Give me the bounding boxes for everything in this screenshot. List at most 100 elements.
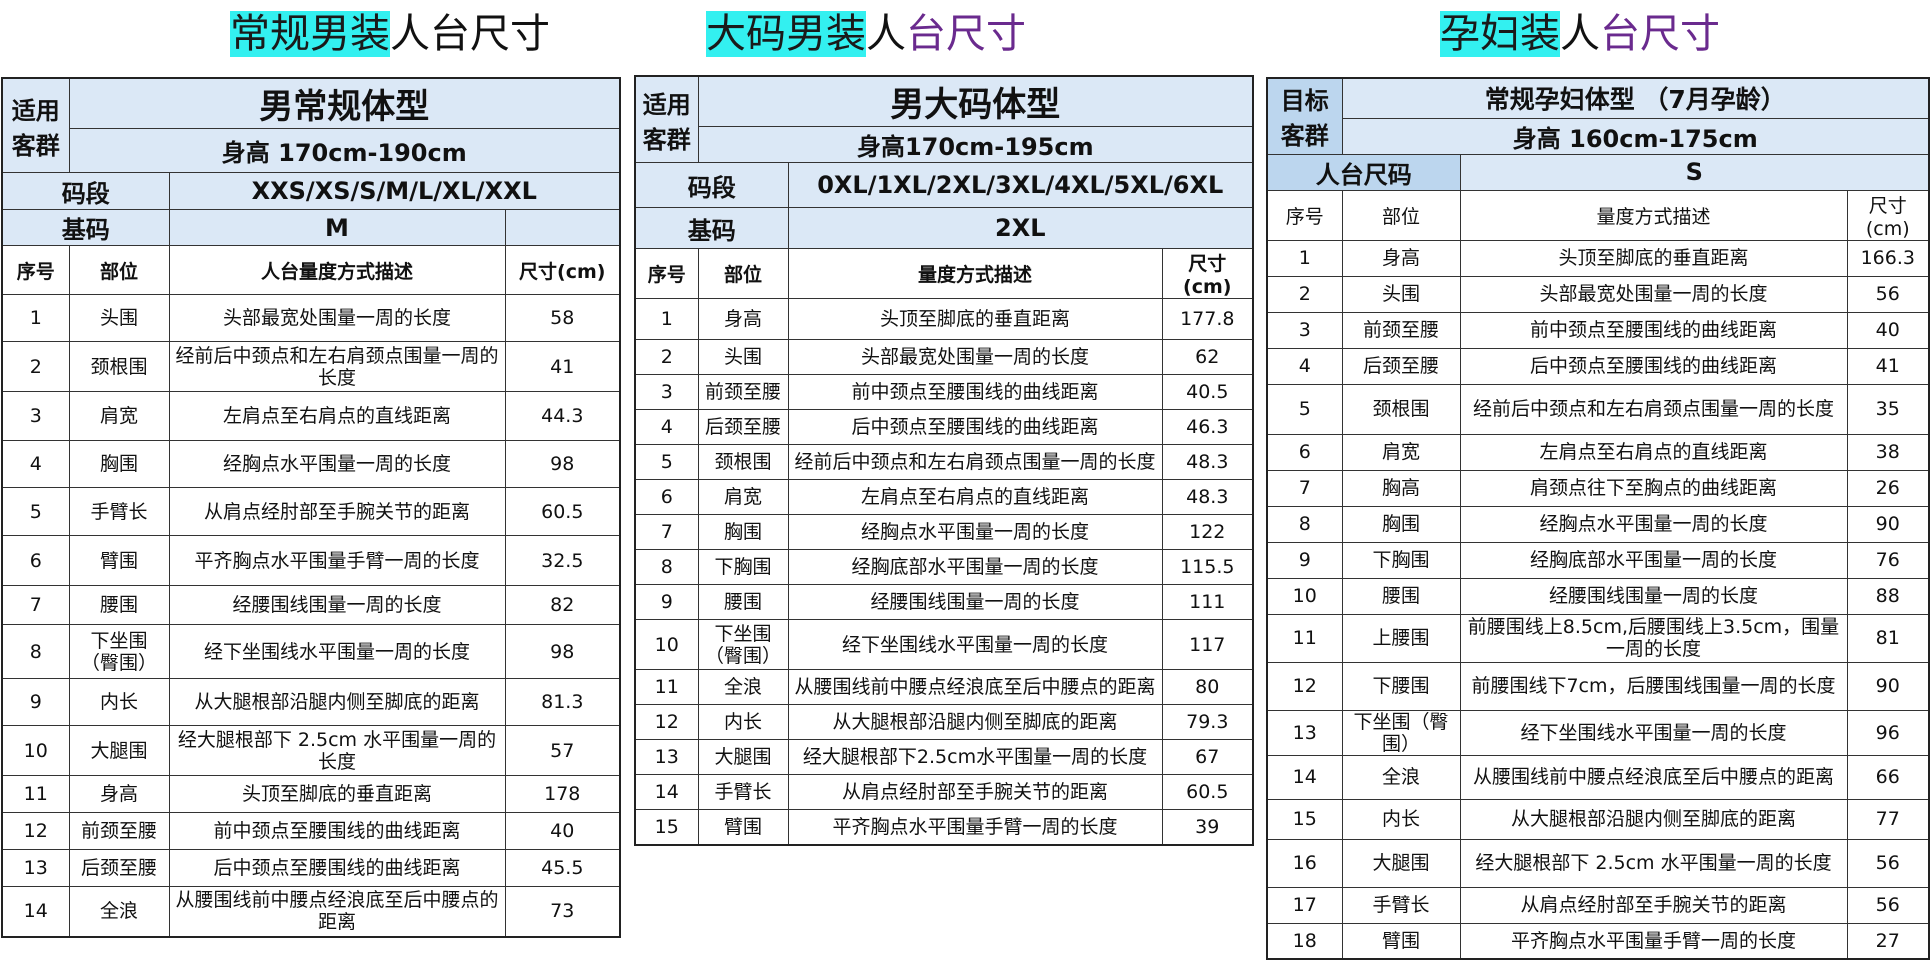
- measurement-description: 后中颈点至腰围线的曲线距离: [1459, 347, 1848, 385]
- measurement-description: 经大腿根部下 2.5cm 水平围量一周的长度: [1459, 838, 1848, 888]
- maternity-size-table: 目标客群 常规孕妇体型 （7月孕龄） 身高 160cm-175cm 人台尺码 S…: [1266, 77, 1930, 960]
- table-header-block: 目标客群 常规孕妇体型 （7月孕龄） 身高 160cm-175cm 人台尺码 S…: [1266, 77, 1930, 241]
- measurement-description: 头部最宽处围量一周的长度: [787, 339, 1163, 375]
- size-value: 117: [1161, 619, 1254, 670]
- mannequin-size: S: [1459, 153, 1930, 191]
- measurement-description: 平齐胸点水平围量手臂一周的长度: [787, 809, 1163, 845]
- row-number: 2: [1, 341, 70, 392]
- body-part: 肩宽: [68, 391, 170, 441]
- measurement-description: 从腰围线前中腰点经浪底至后中腰点的距离: [1459, 754, 1848, 800]
- size-value: 32.5: [504, 535, 621, 586]
- title-highlight: 孕妇装: [1440, 11, 1560, 57]
- size-value: 81: [1846, 613, 1930, 663]
- body-type-label: 男大码体型: [697, 75, 1254, 127]
- size-range: 0XL/1XL/2XL/3XL/4XL/5XL/6XL: [787, 162, 1254, 208]
- size-value: 57: [504, 725, 621, 776]
- title-part: 人: [866, 11, 906, 57]
- size-value: 90: [1846, 505, 1930, 543]
- row-number: 7: [634, 514, 699, 550]
- body-part: 全浪: [68, 886, 170, 937]
- body-part: 头围: [68, 294, 170, 342]
- measurement-description: 前腰围线上8.5cm,后腰围线上3.5cm，围量一周的长度: [1459, 613, 1848, 663]
- row-number: 14: [634, 774, 699, 810]
- body-part: 胸高: [1341, 469, 1461, 507]
- size-value: 60.5: [504, 487, 621, 536]
- size-value: 177.8: [1161, 298, 1254, 340]
- measurement-description: 平齐胸点水平围量手臂一周的长度: [1459, 922, 1848, 960]
- body-part: 手臂长: [1341, 886, 1461, 924]
- body-part: 头围: [1341, 275, 1461, 313]
- size-value: 35: [1846, 383, 1930, 435]
- row-number: 5: [1, 487, 70, 536]
- column-header: 部位: [68, 245, 170, 295]
- body-part: 身高: [697, 298, 789, 340]
- body-part: 下腰围: [1341, 661, 1461, 711]
- measurement-description: 从大腿根部沿腿内侧至脚底的距离: [168, 678, 506, 726]
- measurement-description: 从大腿根部沿腿内侧至脚底的距离: [787, 704, 1163, 740]
- column-header: 人台量度方式描述: [168, 245, 506, 295]
- size-value: 111: [1161, 584, 1254, 620]
- size-value: 122: [1161, 514, 1254, 550]
- group-label: 适用客群: [1, 77, 70, 173]
- regular-men-size-table: 适用客群 男常规体型 身高 170cm-190cm 码段 XXS/XS/S/M/…: [1, 77, 622, 938]
- body-part: 胸围: [1341, 505, 1461, 543]
- size-value: 39: [1161, 809, 1254, 845]
- body-part: 大腿围: [697, 739, 789, 775]
- size-value: 40: [504, 812, 621, 850]
- measurement-description: 经胸底部水平围量一周的长度: [787, 549, 1163, 585]
- size-value: 56: [1846, 838, 1930, 888]
- body-part: 腰围: [1341, 577, 1461, 615]
- size-value: 60.5: [1161, 774, 1254, 810]
- measurement-description: 经腰围线围量一周的长度: [168, 585, 506, 625]
- body-part: 下坐围（臀围）: [697, 619, 789, 670]
- column-header: 量度方式描述: [1459, 189, 1848, 241]
- row-number: 8: [634, 549, 699, 585]
- row-number: 2: [634, 339, 699, 375]
- body-type-label: 男常规体型: [68, 77, 621, 129]
- measurement-description: 从肩点经肘部至手腕关节的距离: [168, 487, 506, 536]
- row-number: 10: [1, 725, 70, 776]
- body-part: 头围: [697, 339, 789, 375]
- size-value: 98: [504, 440, 621, 488]
- row-number: 3: [1266, 311, 1343, 349]
- size-value: 56: [1846, 886, 1930, 924]
- size-value: 98: [504, 624, 621, 679]
- body-part: 颈根围: [68, 341, 170, 392]
- measurement-description: 从大腿根部沿腿内侧至脚底的距离: [1459, 798, 1848, 840]
- body-part: 后颈至腰: [697, 409, 789, 445]
- column-header: 序号: [1, 245, 70, 295]
- measurement-description: 经腰围线围量一周的长度: [1459, 577, 1848, 615]
- row-number: 3: [634, 374, 699, 410]
- size-value: 76: [1846, 541, 1930, 579]
- size-value: 26: [1846, 469, 1930, 507]
- size-value: 88: [1846, 577, 1930, 615]
- size-value: 80: [1161, 669, 1254, 705]
- size-value: 40.5: [1161, 374, 1254, 410]
- column-header: 序号: [1266, 189, 1343, 241]
- body-part: 手臂长: [697, 774, 789, 810]
- column-header: 序号: [634, 248, 699, 299]
- row-number: 13: [1, 849, 70, 887]
- size-value: 40: [1846, 311, 1930, 349]
- size-value: 44.3: [504, 391, 621, 441]
- body-part: 腰围: [68, 585, 170, 625]
- body-part: 臂围: [1341, 922, 1461, 960]
- body-part: 后颈至腰: [1341, 347, 1461, 385]
- measurement-description: 肩颈点往下至胸点的曲线距离: [1459, 469, 1848, 507]
